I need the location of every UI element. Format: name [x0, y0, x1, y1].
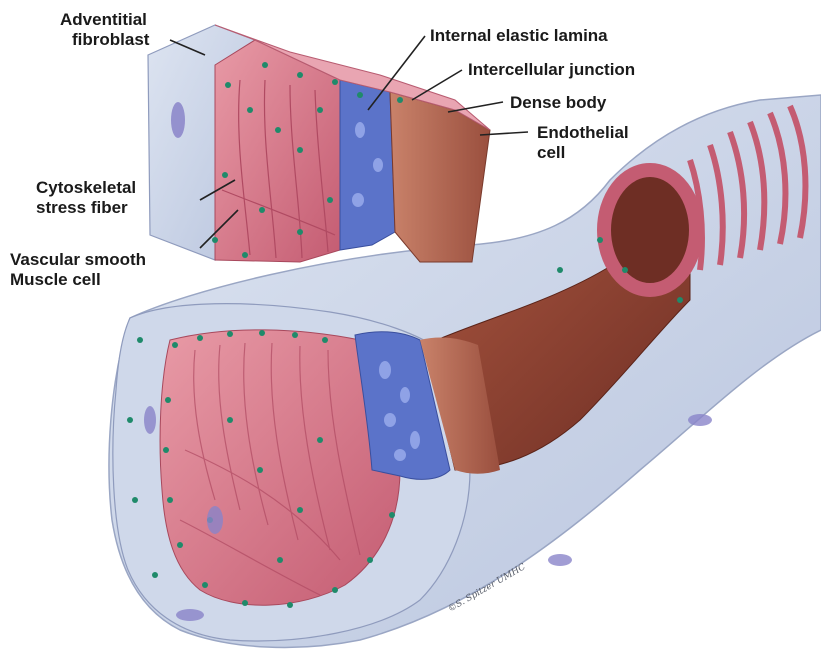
- label-dense-body: Dense body: [510, 93, 606, 113]
- label-line: Vascular smooth: [10, 250, 146, 270]
- label-internal-elastic-lamina: Internal elastic lamina: [430, 26, 608, 46]
- label-vascular-smooth-muscle-cell: Vascular smooth Muscle cell: [10, 250, 146, 290]
- label-adventitial-fibroblast: Adventitial fibroblast: [60, 10, 149, 50]
- label-line: Cytoskeletal: [36, 178, 136, 198]
- label-endothelial-cell: Endothelial cell: [537, 123, 629, 163]
- label-line: Adventitial: [60, 10, 149, 30]
- inset-fibroblast-nucleus: [171, 102, 185, 138]
- label-cytoskeletal-stress-fiber: Cytoskeletal stress fiber: [36, 178, 136, 218]
- label-line: fibroblast: [60, 30, 149, 50]
- label-line: Endothelial: [537, 123, 629, 143]
- label-line: Muscle cell: [10, 270, 146, 290]
- distal-lumen-opening: [604, 170, 696, 290]
- label-line: stress fiber: [36, 198, 136, 218]
- inset-block: [148, 25, 490, 262]
- inset-elastic-lamina: [340, 80, 395, 250]
- label-intercellular-junction: Intercellular junction: [468, 60, 635, 80]
- label-line: cell: [537, 143, 629, 163]
